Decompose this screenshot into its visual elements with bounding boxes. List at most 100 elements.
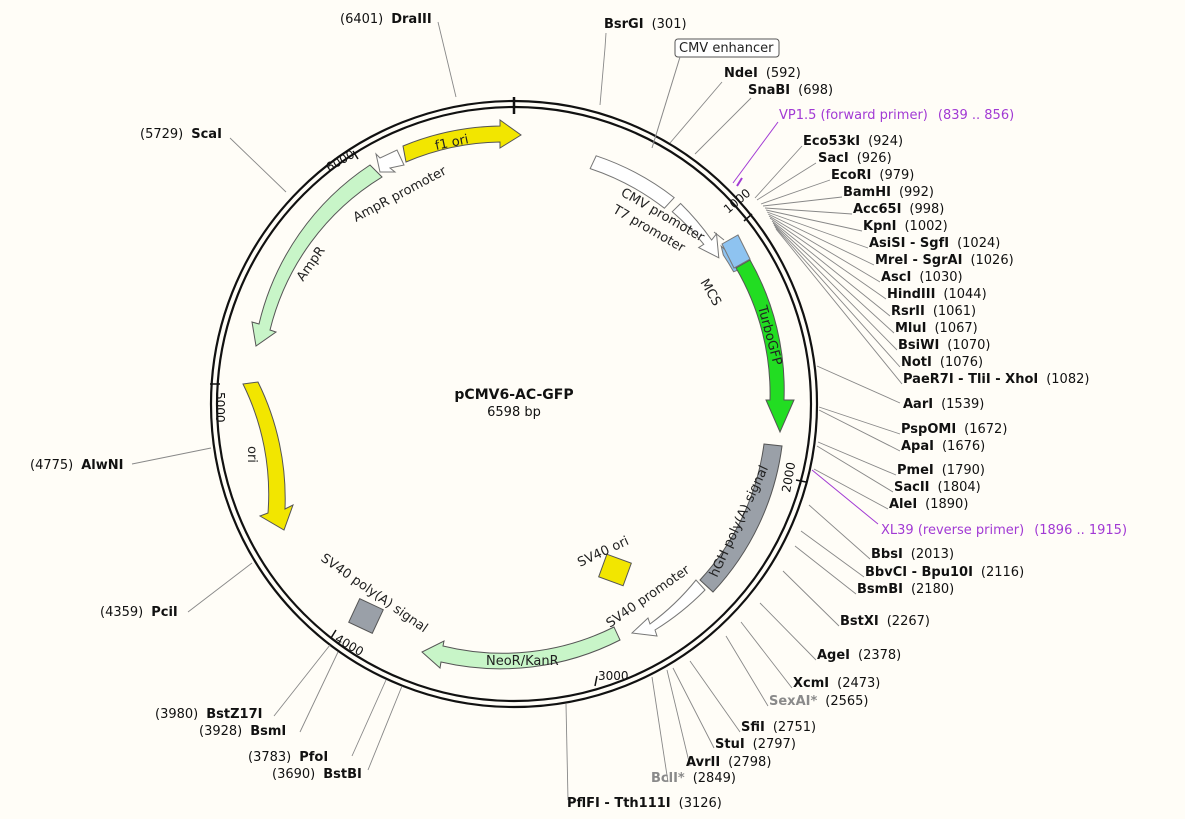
site-bstz17i[interactable]: (3980)BstZ17I [155,707,262,722]
site-name: SfiI [741,720,765,735]
site-asci[interactable]: AscI(1030) [881,270,963,285]
site-pos: (592) [766,66,801,81]
feature-turbogfp[interactable] [735,259,795,434]
site-bbvci-bpu10i[interactable]: BbvCI - Bpu10I(2116) [865,565,1024,580]
feature-hgh-polya[interactable] [699,443,783,593]
site-snabi[interactable]: SnaBI (698) [748,83,833,98]
primer-leader-vp15 [732,121,779,184]
site-bamhi[interactable]: BamHI(992) [843,185,934,200]
site-sfii[interactable]: SfiI(2751) [741,720,816,735]
site-noti[interactable]: NotI(1076) [901,355,983,370]
site-draiii[interactable]: (6401)DraIII [340,12,432,27]
site-name: PaeR7I - TliI - XhoI [903,372,1038,387]
site-rsrii[interactable]: RsrII(1061) [891,304,976,319]
site-name: BstBI [323,767,362,782]
site-ndei[interactable]: NdeI(592) [724,66,801,81]
feature-sv40-polya[interactable] [348,598,384,634]
site-bsrgi[interactable]: BsrGI(301) [604,17,687,32]
site-mlui[interactable]: MluI(1067) [895,321,978,336]
site-pspomi[interactable]: PspOMI(1672) [901,422,1007,437]
site-name: SnaBI [748,83,790,98]
site-name: SacII [894,480,930,495]
cmv-enhancer-callout-label: CMV enhancer [679,41,774,56]
site-bcli[interactable]: BclI*(2849) [651,771,736,786]
site-bsmi[interactable]: (3928)BsmI [199,724,286,739]
site-agei[interactable]: AgeI(2378) [817,648,901,663]
site-asisi-sgfi[interactable]: AsiSI - SgfI(1024) [869,236,1000,251]
site-name: EcoRI [831,168,871,183]
site-pcii[interactable]: (4359)PciI [100,605,178,620]
site-alwni[interactable]: (4775)AlwNI [30,458,123,473]
site-leader-lines [131,21,903,801]
site-bsiwi[interactable]: BsiWI(1070) [898,338,991,353]
site-bsmbi[interactable]: BsmBI(2180) [857,582,954,597]
site-acc65i[interactable]: Acc65I(998) [853,202,944,217]
site-pos: (1002) [904,219,947,234]
site-sexai[interactable]: SexAI*(2565) [769,694,869,709]
site-pos: (992) [899,185,934,200]
leader-bbsi [808,504,871,560]
feature-label-hgh-polya: hGH poly(A) signal [707,463,772,579]
site-name: PmeI [897,463,934,478]
site-name: Eco53kI [803,134,860,149]
site-name: PciI [151,605,178,620]
primer-range: (1896 .. 1915) [1034,523,1127,538]
site-apai[interactable]: ApaI(1676) [901,439,985,454]
site-name: MluI [895,321,926,336]
site-pos: (1076) [940,355,983,370]
site-paer7i-tlii-xhoi[interactable]: PaeR7I - TliI - XhoI(1082) [903,372,1089,387]
site-name: StuI [715,737,745,752]
site-kpni[interactable]: KpnI (1002) [863,219,948,234]
site-hindiii[interactable]: HindIII(1044) [887,287,987,302]
feature-ampr-promoter[interactable] [375,149,405,173]
site-xcmi[interactable]: XcmI (2473) [793,676,880,691]
feature-ampr[interactable] [251,164,383,347]
primer-vp15[interactable]: VP1.5 (forward primer)(839 .. 856) [779,108,1014,123]
site-pflfi-tth111i[interactable]: PflFI - Tth111I(3126) [567,796,722,811]
site-pmei[interactable]: PmeI (1790) [897,463,985,478]
feature-sv40-ori[interactable] [598,553,632,587]
site-pos: (2267) [887,614,930,629]
site-scai[interactable]: (5729)ScaI [140,127,222,142]
site-aari[interactable]: AarI(1539) [903,397,984,412]
site-bbsi[interactable]: BbsI(2013) [871,547,954,562]
feature-neor-kanr[interactable] [421,626,621,670]
feature-label-turbogfp: TurboGFP [754,303,785,367]
leader-bsiwi [773,224,898,351]
cmv-enhancer-callout-line [651,56,681,149]
site-pos: (3126) [679,796,722,811]
site-pfoi[interactable]: (3783)PfoI [248,750,328,765]
site-pos: (979) [879,168,914,183]
feature-ori[interactable] [242,381,294,531]
site-ecori[interactable]: EcoRI (979) [831,168,914,183]
site-avrii[interactable]: AvrII(2798) [686,755,771,770]
site-eco53ki[interactable]: Eco53kI(924) [803,134,903,149]
leader-acc65i [764,207,853,215]
site-bstbi[interactable]: (3690)BstBI [272,767,362,782]
feature-cmv-enhancer[interactable] [589,155,675,209]
site-pos: (2473) [837,676,880,691]
site-name: XcmI [793,676,829,691]
site-name: BsmBI [857,582,903,597]
site-saci[interactable]: SacI(926) [818,151,892,166]
site-mrei-sgrai[interactable]: MreI - SgrAI(1026) [875,253,1014,268]
primer-xl39[interactable]: XL39 (reverse primer) (1896 .. 1915) [881,523,1127,538]
site-name: PfoI [299,750,328,765]
site-pos: (698) [798,83,833,98]
leader-pspomi [818,406,901,435]
site-bstxi[interactable]: BstXI(2267) [840,614,930,629]
site-stui[interactable]: StuI(2797) [715,737,796,752]
feature-sv40-promoter[interactable] [630,579,706,637]
leader-pmei [817,441,897,476]
site-sacii[interactable]: SacII(1804) [894,480,981,495]
leader-stui [672,667,715,749]
site-alei[interactable]: AleI(1890) [889,497,968,512]
feature-f1-ori[interactable] [402,119,522,163]
feature-mcs-block[interactable] [721,234,751,269]
feature-label-f1-ori: f1 ori [434,132,470,154]
site-name: BbvCI - Bpu10I [865,565,973,580]
primer-label: XL39 (reverse primer) [881,523,1024,538]
site-name: KpnI [863,219,896,234]
feature-cmv-promoter[interactable] [671,202,720,259]
site-pos: (1790) [942,463,985,478]
